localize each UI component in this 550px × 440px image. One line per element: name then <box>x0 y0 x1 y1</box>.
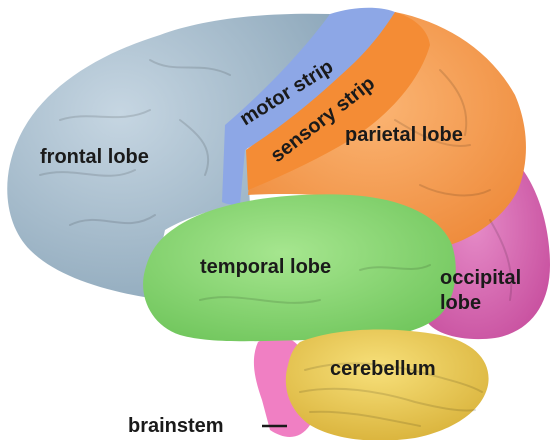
occipital-lobe-label: occipital lobe <box>440 267 527 314</box>
occipital-lobe-label-line1: occipital <box>440 267 521 289</box>
frontal-lobe-label: frontal lobe <box>40 146 149 168</box>
brain-fold-lines <box>39 59 513 427</box>
cerebellum-label: cerebellum <box>330 358 436 380</box>
parietal-lobe-region <box>248 12 526 245</box>
occipital-lobe-region <box>425 152 550 340</box>
sensory-strip-region <box>246 12 430 190</box>
brainstem-label: brainstem <box>128 415 224 437</box>
occipital-lobe-label-line2: lobe <box>440 292 481 314</box>
temporal-lobe-region <box>143 194 456 342</box>
frontal-lobe-region <box>7 13 331 298</box>
temporal-lobe-label: temporal lobe <box>200 256 331 278</box>
cerebellum-region <box>285 329 489 440</box>
motor-strip-region <box>222 7 395 205</box>
parietal-lobe-label: parietal lobe <box>345 124 463 146</box>
